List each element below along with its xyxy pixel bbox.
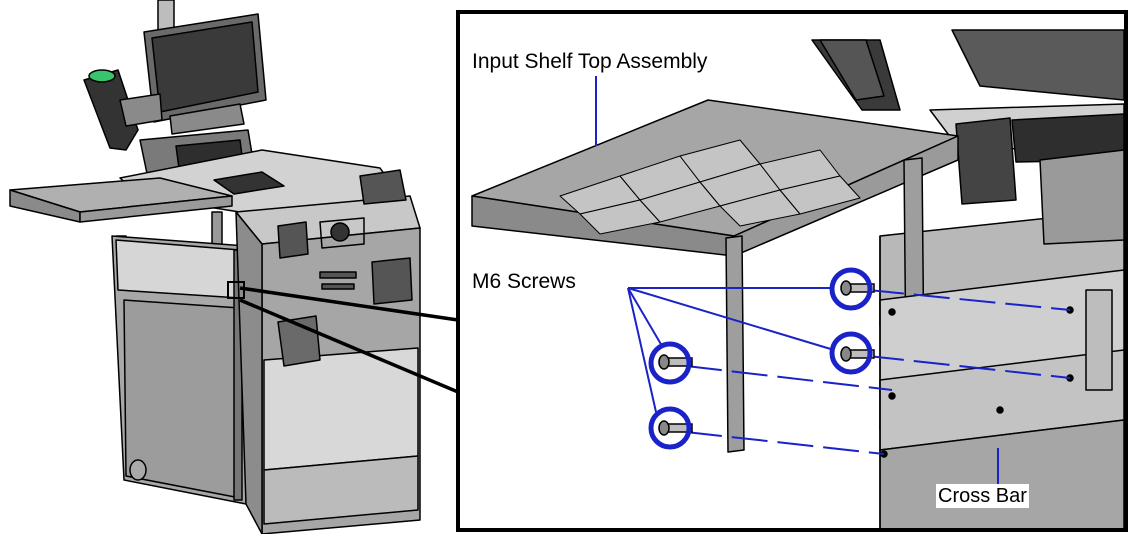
label-input-shelf-top-assembly: Input Shelf Top Assembly xyxy=(472,50,708,73)
screw-4 xyxy=(658,420,693,436)
screw-1 xyxy=(840,280,875,296)
alignment-lines xyxy=(685,289,1071,455)
screw-2 xyxy=(840,346,875,362)
label-cross-bar: Cross Bar xyxy=(936,484,1029,508)
m6-screws xyxy=(658,280,875,436)
kiosk-main-body xyxy=(235,169,421,534)
screw-3 xyxy=(658,354,693,370)
zoom-lines xyxy=(239,286,459,394)
detail-view: Input Shelf Top Assembly M6 Screws xyxy=(456,10,1128,532)
label-m6-screws: M6 Screws xyxy=(472,270,576,293)
zoom-source-marker xyxy=(227,281,245,299)
leader-lines xyxy=(595,76,999,486)
monitor xyxy=(143,13,267,135)
handheld-scanner xyxy=(83,69,163,151)
detail-kiosk-background xyxy=(811,29,1124,327)
kiosk-overview xyxy=(9,0,421,534)
